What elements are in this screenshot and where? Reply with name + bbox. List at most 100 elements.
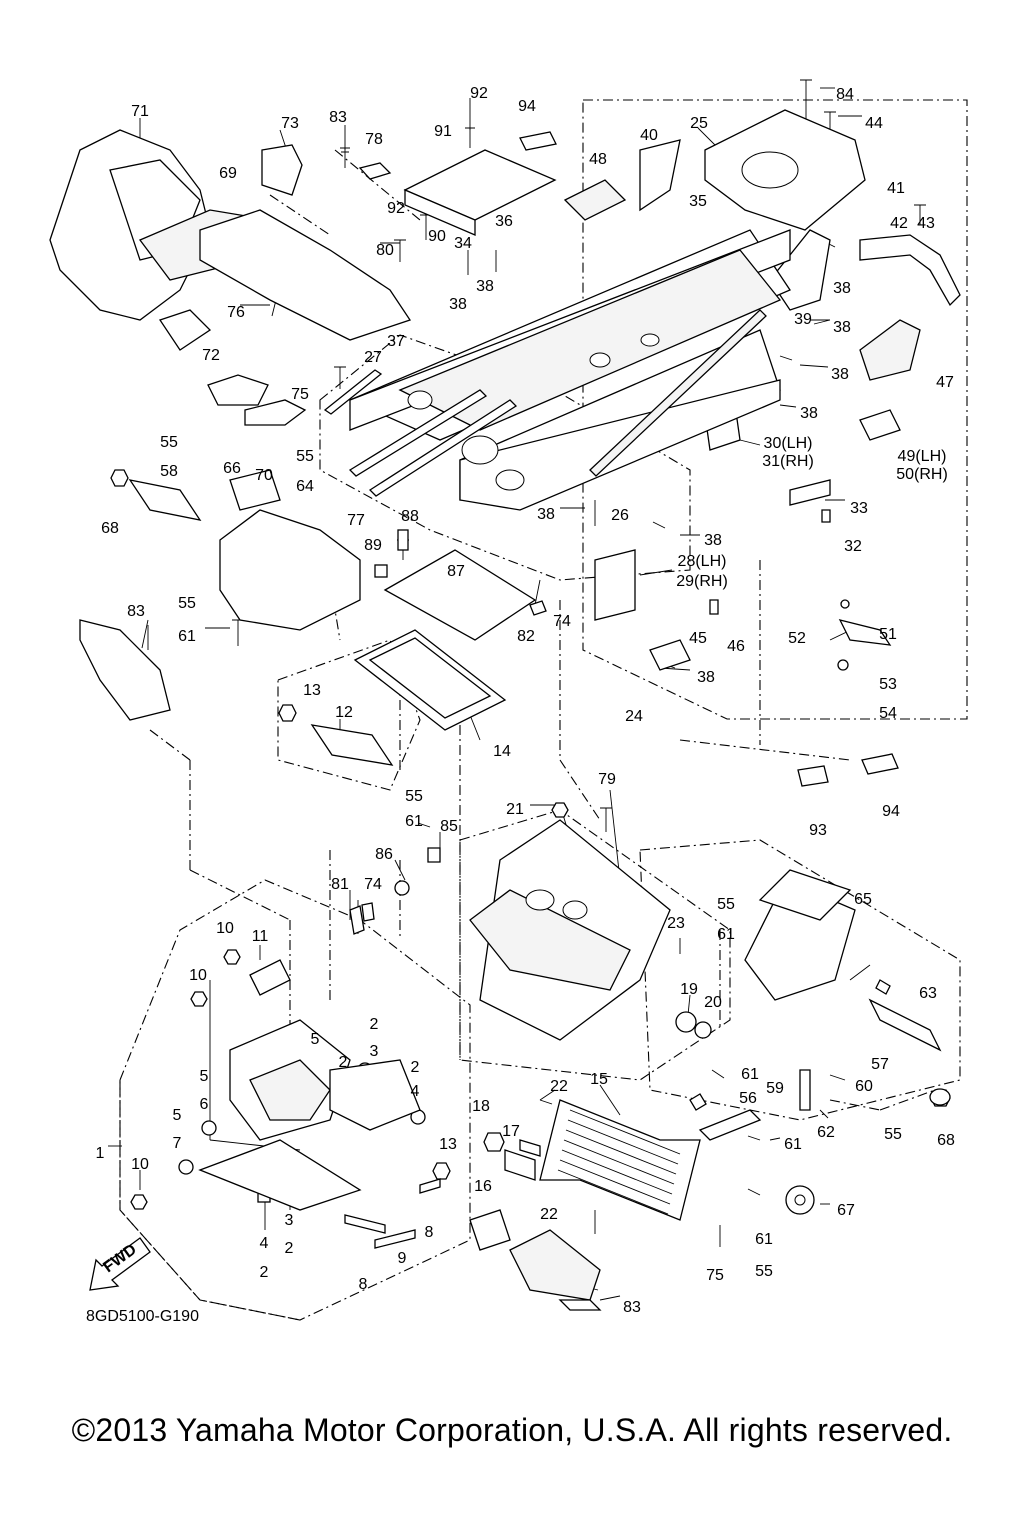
callout-92: 92: [387, 200, 405, 217]
callout-8: 8: [359, 1276, 368, 1293]
copyright-notice: ©2013 Yamaha Motor Corporation, U.S.A. A…: [71, 1412, 953, 1448]
callout-8: 8: [425, 1224, 434, 1241]
callout-15: 15: [590, 1071, 608, 1088]
callout-66: 66: [223, 460, 241, 477]
callout-93: 93: [809, 822, 827, 839]
callout-38: 38: [449, 296, 467, 313]
callout-22: 22: [540, 1206, 558, 1223]
callout-2: 2: [285, 1240, 294, 1257]
callout-46: 46: [727, 638, 745, 655]
callout-83: 83: [623, 1299, 641, 1316]
callout-10: 10: [131, 1156, 149, 1173]
callout-4: 4: [260, 1235, 269, 1252]
callout-52: 52: [788, 630, 806, 647]
callout-5: 5: [311, 1031, 320, 1048]
callout-50rh: 50(RH): [896, 466, 948, 483]
parts: [49, 109, 961, 1311]
callout-36: 36: [495, 213, 513, 230]
callout-55: 55: [160, 434, 178, 451]
callout-19: 19: [680, 981, 698, 998]
callout-10: 10: [189, 967, 207, 984]
callout-16: 16: [474, 1178, 492, 1195]
callout-13: 13: [439, 1136, 457, 1153]
callout-38: 38: [833, 280, 851, 297]
callout-73: 73: [281, 115, 299, 132]
callout-38: 38: [476, 278, 494, 295]
callout-54: 54: [879, 705, 897, 722]
callout-39: 39: [794, 311, 812, 328]
callout-53: 53: [879, 676, 897, 693]
callout-72: 72: [202, 347, 220, 364]
callout-34: 34: [454, 235, 472, 252]
callout-75: 75: [706, 1267, 724, 1284]
callout-27: 27: [364, 349, 382, 366]
callout-69: 69: [219, 165, 237, 182]
callout-44: 44: [865, 115, 883, 132]
callout-61: 61: [178, 628, 196, 645]
callout-55: 55: [296, 448, 314, 465]
callout-25: 25: [690, 115, 708, 132]
bolts: [257, 509, 831, 1249]
callout-94: 94: [518, 98, 536, 115]
callout-83: 83: [329, 109, 347, 126]
callout-26: 26: [611, 507, 629, 524]
callout-20: 20: [704, 994, 722, 1011]
callout-61: 61: [717, 926, 735, 943]
callout-30lh: 30(LH): [764, 435, 813, 452]
callout-31rh: 31(RH): [762, 453, 814, 470]
callout-38: 38: [704, 532, 722, 549]
callout-61: 61: [741, 1066, 759, 1083]
callout-55: 55: [884, 1126, 902, 1143]
callout-5: 5: [173, 1107, 182, 1124]
callout-35: 35: [689, 193, 707, 210]
callout-12: 12: [335, 704, 353, 721]
callout-56: 56: [739, 1090, 757, 1107]
callout-71: 71: [131, 103, 149, 120]
callout-88: 88: [401, 508, 419, 525]
callout-28lh: 28(LH): [678, 553, 727, 570]
callout-32: 32: [844, 538, 862, 555]
callout-77: 77: [347, 512, 365, 529]
callout-9: 9: [398, 1250, 407, 1267]
callout-11: 11: [252, 928, 269, 945]
callout-74: 74: [364, 876, 382, 893]
diagram-code: 8GD5100-G190: [86, 1308, 199, 1325]
callout-45: 45: [689, 630, 707, 647]
callout-1: 1: [96, 1145, 105, 1162]
callout-60: 60: [855, 1078, 873, 1095]
callout-57: 57: [871, 1056, 889, 1073]
callout-13: 13: [303, 682, 321, 699]
callout-64: 64: [296, 478, 314, 495]
callout-81: 81: [331, 876, 349, 893]
callout-2: 2: [411, 1059, 420, 1076]
callout-29rh: 29(RH): [676, 573, 728, 590]
callout-6: 6: [200, 1096, 209, 1113]
callout-59: 59: [766, 1080, 784, 1097]
callout-38: 38: [537, 506, 555, 523]
callout-85: 85: [440, 818, 458, 835]
callout-79: 79: [598, 771, 616, 788]
callout-24: 24: [625, 708, 643, 725]
callout-76: 76: [227, 304, 245, 321]
callout-4: 4: [411, 1083, 420, 1100]
callout-94: 94: [882, 803, 900, 820]
callout-55: 55: [405, 788, 423, 805]
callout-80: 80: [376, 242, 394, 259]
callout-49lh: 49(LH): [898, 448, 947, 465]
callout-7: 7: [173, 1135, 182, 1152]
callout-91: 91: [434, 123, 452, 140]
callout-68: 68: [937, 1132, 955, 1149]
callout-75: 75: [291, 386, 309, 403]
callout-3: 3: [370, 1043, 379, 1060]
callout-2: 2: [260, 1264, 269, 1281]
dashed-leaders: [149, 149, 936, 1111]
callout-68: 68: [101, 520, 119, 537]
callout-74: 74: [553, 613, 571, 630]
callout-82: 82: [517, 628, 535, 645]
callout-61: 61: [784, 1136, 802, 1153]
callout-62: 62: [817, 1124, 835, 1141]
callout-41: 41: [887, 180, 905, 197]
callout-5: 5: [200, 1068, 209, 1085]
